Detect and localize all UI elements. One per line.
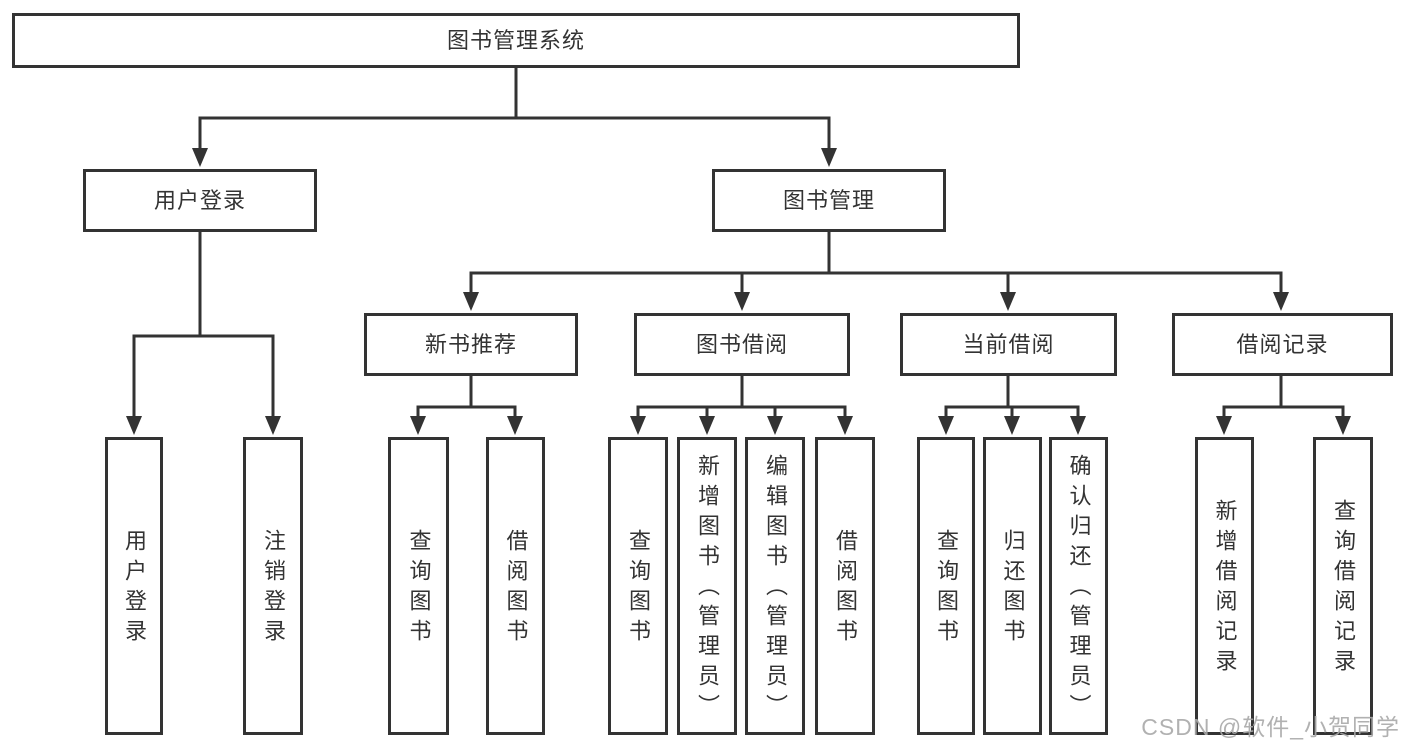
- node-leaf-cb-query-book: 查询图书: [917, 437, 975, 735]
- node-root: 图书管理系统: [12, 13, 1020, 68]
- node-book-management: 图书管理: [712, 169, 946, 232]
- arrowhead-icon: [821, 148, 837, 167]
- arrowhead-icon: [410, 416, 426, 435]
- arrowhead-icon: [463, 292, 479, 311]
- arrowhead-icon: [837, 416, 853, 435]
- arrowhead-icon: [699, 416, 715, 435]
- csdn-watermark: CSDN @软件_小贺同学: [1141, 714, 1400, 740]
- node-leaf-br-add-record: 新增借阅记录: [1195, 437, 1254, 735]
- arrowhead-icon: [630, 416, 646, 435]
- node-borrow-record: 借阅记录: [1172, 313, 1393, 376]
- node-leaf-bb-borrow-book: 借阅图书: [815, 437, 875, 735]
- arrowhead-icon: [192, 148, 208, 167]
- arrowhead-icon: [1070, 416, 1086, 435]
- node-leaf-bb-query-book: 查询图书: [608, 437, 668, 735]
- node-new-book-recommend: 新书推荐: [364, 313, 578, 376]
- node-user-login: 用户登录: [83, 169, 317, 232]
- node-leaf-cb-return-book: 归还图书: [983, 437, 1042, 735]
- arrowhead-icon: [507, 416, 523, 435]
- node-leaf-cb-confirm: 确认归还（管理员）: [1049, 437, 1108, 735]
- node-leaf-rec-query-book: 查询图书: [388, 437, 449, 735]
- arrowhead-icon: [1216, 416, 1232, 435]
- arrowhead-icon: [1004, 416, 1020, 435]
- node-leaf-br-query-record: 查询借阅记录: [1313, 437, 1373, 735]
- arrowhead-icon: [1273, 292, 1289, 311]
- arrowhead-icon: [1335, 416, 1351, 435]
- node-leaf-bb-add-book: 新增图书（管理员）: [677, 437, 737, 735]
- node-book-borrow: 图书借阅: [634, 313, 850, 376]
- node-leaf-rec-borrow-book: 借阅图书: [486, 437, 545, 735]
- arrowhead-icon: [126, 416, 142, 435]
- arrowhead-icon: [265, 416, 281, 435]
- arrowhead-icon: [1000, 292, 1016, 311]
- node-leaf-logout: 注销登录: [243, 437, 303, 735]
- node-leaf-user-login: 用户登录: [105, 437, 163, 735]
- arrowhead-icon: [734, 292, 750, 311]
- node-current-borrow: 当前借阅: [900, 313, 1117, 376]
- arrowhead-icon: [938, 416, 954, 435]
- arrowhead-icon: [767, 416, 783, 435]
- node-leaf-bb-edit-book: 编辑图书（管理员）: [745, 437, 805, 735]
